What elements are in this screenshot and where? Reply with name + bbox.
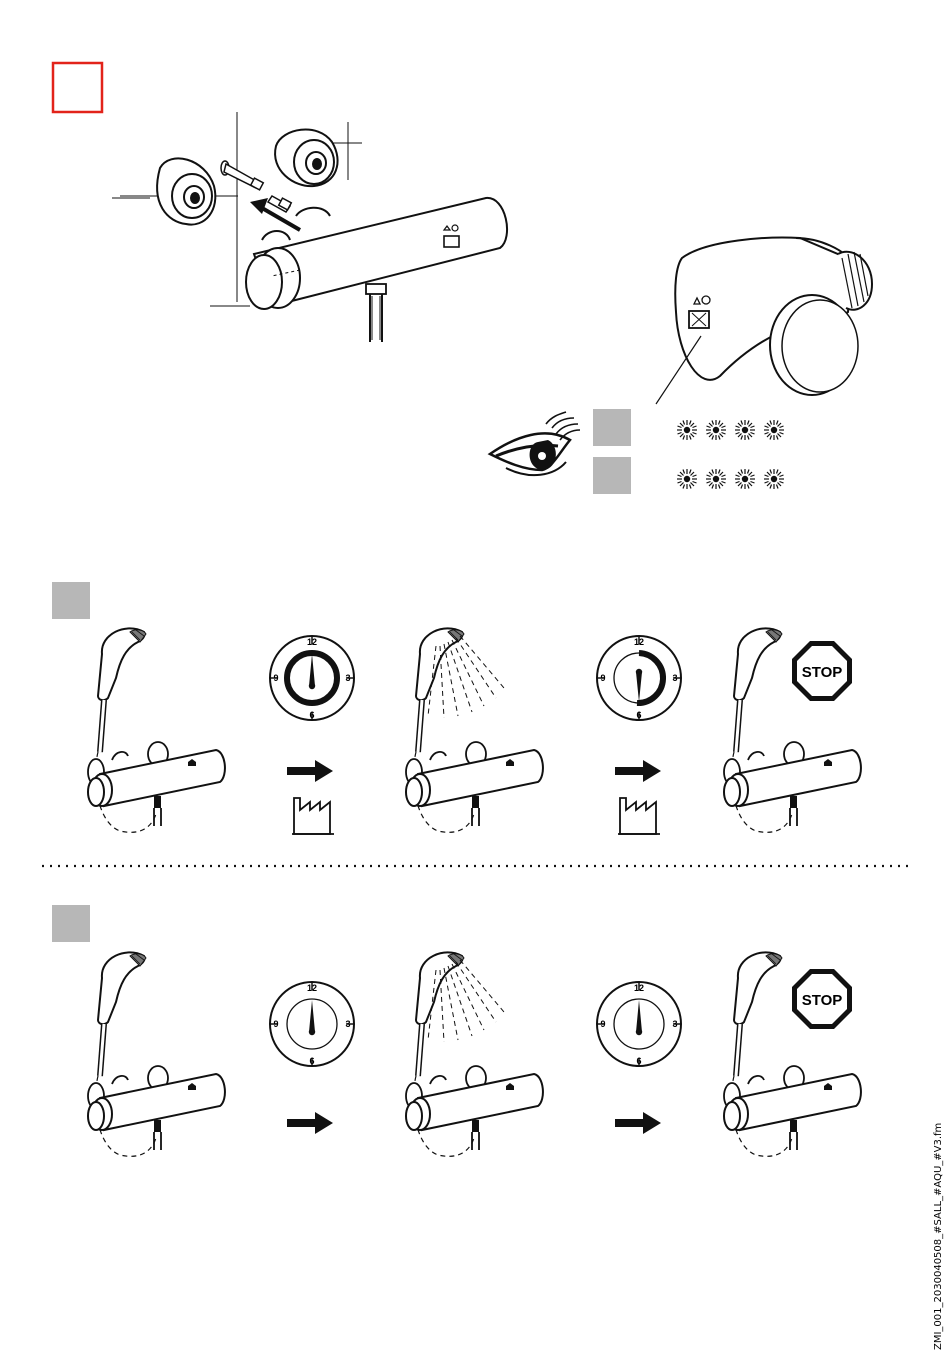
clock-label-3: 3 (345, 673, 350, 683)
clock-label-3: 3 (345, 1019, 350, 1029)
clock-label-12: 12 (634, 983, 644, 993)
led-row-2 (677, 469, 784, 489)
eye-icon (490, 412, 580, 475)
shower-b-1 (88, 952, 225, 1156)
clock-label-6: 6 (309, 710, 314, 720)
step-square-b (52, 905, 90, 942)
arrow-right-icon-b2 (615, 1112, 661, 1134)
stop-label-b: STOP (802, 992, 843, 1009)
factory-icon-a1 (292, 798, 334, 834)
clock-label-12: 12 (307, 637, 317, 647)
step-square-a (52, 582, 90, 619)
shower-a-2 (406, 628, 543, 832)
clock-label-6: 6 (636, 710, 641, 720)
clock-label-9: 9 (273, 673, 278, 683)
timer-dial-icon-b2 (597, 982, 681, 1066)
clock-label-6: 6 (309, 1056, 314, 1066)
arrow-right-icon-a2 (615, 760, 661, 782)
clock-label-12: 12 (307, 983, 317, 993)
clock-label-12: 12 (634, 637, 644, 647)
arrow-right-icon-b1 (287, 1112, 333, 1134)
arrow-right-icon-a1 (287, 760, 333, 782)
clock-label-9: 9 (600, 673, 605, 683)
timer-dial-icon-a1 (270, 636, 354, 720)
clock-label-9: 9 (273, 1019, 278, 1029)
clock-label-3: 3 (672, 673, 677, 683)
timer-dial-icon-b1 (270, 982, 354, 1066)
clock-label-3: 3 (672, 1019, 677, 1029)
stop-label-a: STOP (802, 664, 843, 681)
factory-icon-a2 (618, 798, 660, 834)
document-id: ZMI_001_2030040508_#SALL_#AQU_#V3.fm (933, 1123, 944, 1350)
shower-a-1 (88, 628, 225, 832)
shower-b-2 (406, 952, 543, 1156)
led-state-square-2 (593, 457, 631, 494)
led-row-1 (677, 420, 784, 440)
step-marker-red (53, 63, 102, 112)
led-closeup-illustration (656, 238, 872, 404)
clock-label-6: 6 (636, 1056, 641, 1066)
installation-illustration (112, 112, 507, 342)
clock-label-9: 9 (600, 1019, 605, 1029)
timer-dial-icon-a2 (597, 636, 681, 720)
led-state-square-1 (593, 409, 631, 446)
